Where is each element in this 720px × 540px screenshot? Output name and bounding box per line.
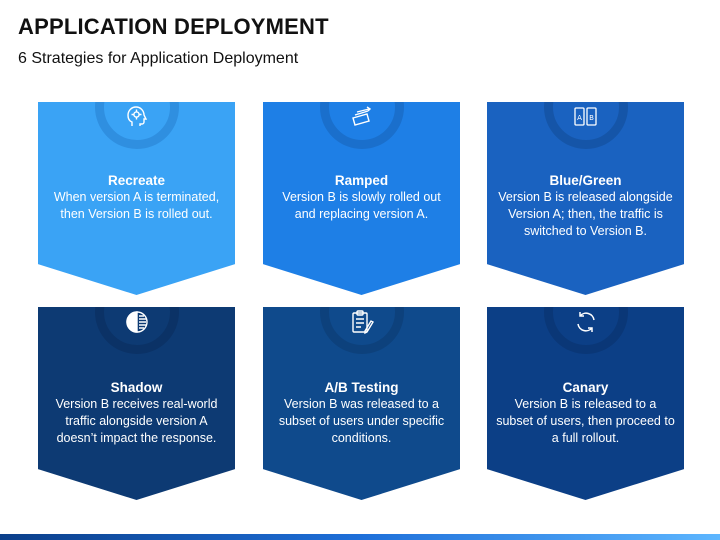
card-recreate: Recreate When version A is terminated, t… <box>38 102 235 295</box>
card-ab-testing: A/B Testing Version B was released to a … <box>263 307 460 500</box>
icon-ring <box>543 102 628 149</box>
card-description: Version B is released alongside Version … <box>498 190 673 238</box>
card-shadow: Shadow Version B receives real-world tra… <box>38 307 235 500</box>
card-description: When version A is terminated, then Versi… <box>53 190 220 221</box>
half-circle-icon <box>124 309 150 335</box>
card-title: Shadow <box>110 380 163 395</box>
card-title: A/B Testing <box>324 380 399 395</box>
refresh-arrows-icon <box>573 309 599 335</box>
layered-cards-icon <box>349 104 375 130</box>
card-canary: Canary Version B is released to a subset… <box>487 307 684 500</box>
card-blue-green: A B Blue/Green Version B is released alo… <box>487 102 684 295</box>
card-title: Recreate <box>107 173 166 188</box>
icon-ring <box>94 307 179 354</box>
icon-ring <box>94 102 179 149</box>
clipboard-checklist-icon <box>349 309 375 335</box>
card-description: Version B was released to a subset of us… <box>278 397 445 445</box>
ab-devices-icon: A B <box>573 104 599 130</box>
page-subtitle: 6 Strategies for Application Deployment <box>18 50 299 67</box>
page-title: APPLICATION DEPLOYMENT <box>18 14 329 39</box>
card-description: Version B receives real-world traffic al… <box>55 397 218 445</box>
card-description: Version B is slowly rolled out and repla… <box>282 190 441 221</box>
icon-ring <box>543 307 628 354</box>
card-title: Canary <box>562 380 609 395</box>
head-gear-icon <box>124 104 150 130</box>
card-title: Blue/Green <box>549 173 622 188</box>
card-description: Version B is released to a subset of use… <box>496 397 675 445</box>
svg-text:A: A <box>577 114 582 122</box>
card-ramped: Ramped Version B is slowly rolled out an… <box>263 102 460 295</box>
card-title: Ramped <box>334 173 389 188</box>
footer-bar <box>0 534 720 540</box>
icon-ring <box>319 102 404 149</box>
icon-ring <box>319 307 404 354</box>
svg-text:B: B <box>589 114 594 122</box>
